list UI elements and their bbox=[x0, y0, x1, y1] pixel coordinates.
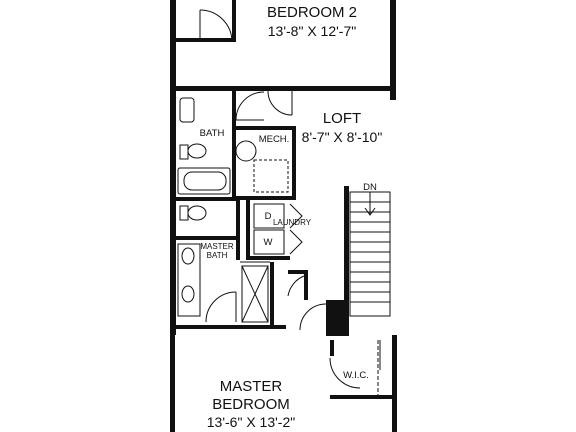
right-wall-upper bbox=[390, 0, 396, 100]
master-sink-2 bbox=[181, 285, 195, 303]
laundry-bifold-bottom bbox=[289, 229, 303, 255]
master-bath-bottom-wall bbox=[176, 325, 286, 329]
loft-dims: 8'-7" X 8'-10" bbox=[302, 129, 383, 145]
master-vanity bbox=[177, 243, 201, 317]
linen-top-wall bbox=[288, 270, 308, 274]
laundry-name: LAUNDRY bbox=[273, 218, 312, 227]
room-labels: BEDROOM 2 13'-8" X 12'-7" LOFT 8'-7" X 8… bbox=[200, 4, 383, 430]
master-bath-right-wall bbox=[236, 200, 240, 260]
stair-left-wall bbox=[344, 186, 349, 336]
wic-left-wall bbox=[330, 340, 334, 356]
wic-door-swing bbox=[329, 357, 361, 389]
bath-toilet bbox=[187, 143, 207, 159]
left-wall-lower bbox=[170, 333, 175, 432]
master-bath-door-swing bbox=[205, 291, 237, 323]
bath-bottom-wall bbox=[176, 197, 236, 201]
loft-name: LOFT bbox=[323, 110, 361, 127]
stairs bbox=[349, 191, 391, 317]
laundry-left-wall bbox=[246, 200, 250, 258]
mech-bottom-wall bbox=[236, 196, 296, 200]
water-heater bbox=[235, 140, 257, 162]
bath-door-swing bbox=[235, 91, 265, 121]
mech-right-wall bbox=[292, 130, 296, 198]
master-bath-top-wall bbox=[176, 236, 236, 240]
master-bedroom-name-line1: MASTER bbox=[220, 378, 283, 395]
wic-name: W.I.C. bbox=[343, 370, 369, 381]
doors bbox=[199, 9, 381, 389]
exterior-walls bbox=[170, 0, 397, 432]
bath-toilet-tank bbox=[179, 144, 189, 160]
mech-unit bbox=[253, 159, 289, 193]
master-bedroom-dims: 13'-6" X 13'-2" bbox=[207, 414, 295, 430]
laundry-bottom-wall bbox=[246, 256, 290, 260]
shower-right-wall bbox=[270, 262, 274, 329]
shower-cross-2 bbox=[241, 265, 269, 323]
mech-name: MECH. bbox=[259, 134, 290, 145]
master-door-swing bbox=[299, 303, 327, 331]
laundry-bifold-top bbox=[289, 203, 303, 229]
bath-name: BATH bbox=[200, 128, 225, 139]
right-wall-lower bbox=[392, 335, 397, 432]
master-toilet-tank bbox=[179, 205, 189, 221]
master-bath-name-line1: MASTER bbox=[200, 242, 234, 251]
bedroom2-name: BEDROOM 2 bbox=[267, 4, 357, 21]
bath-right-wall bbox=[232, 91, 236, 199]
shower bbox=[241, 265, 269, 323]
stair-direction-label: DN bbox=[363, 182, 377, 193]
loft-door-swing bbox=[267, 90, 293, 116]
fixtures bbox=[177, 97, 379, 395]
bathtub bbox=[177, 167, 231, 195]
stair-post bbox=[326, 300, 346, 336]
master-bath-name-line2: BATH bbox=[207, 251, 228, 260]
bedroom2-bottom-wall bbox=[176, 86, 396, 91]
washer bbox=[253, 229, 285, 255]
closet-side-wall bbox=[232, 0, 236, 42]
linen-door-swing bbox=[287, 275, 305, 297]
linen-right-wall bbox=[304, 270, 308, 300]
washer-label: W bbox=[264, 237, 273, 248]
closet-wall bbox=[176, 38, 236, 42]
mech-top-wall bbox=[236, 126, 296, 130]
bedroom2-dims: 13'-8" X 12'-7" bbox=[268, 23, 356, 39]
interior-walls bbox=[176, 0, 396, 399]
bathtub-basin bbox=[183, 171, 227, 191]
left-wall-upper bbox=[170, 0, 176, 335]
dryer-label: D bbox=[265, 211, 272, 222]
master-bedroom-name-line2: BEDROOM bbox=[212, 396, 290, 413]
master-sink-1 bbox=[181, 247, 195, 265]
dryer bbox=[253, 203, 285, 229]
wic-bottom-wall bbox=[330, 395, 392, 399]
master-toilet bbox=[187, 205, 207, 221]
stair-treads bbox=[350, 201, 390, 303]
closet-door-swing bbox=[199, 9, 233, 43]
stair-arrow-head bbox=[364, 207, 376, 216]
bath-sink bbox=[179, 97, 195, 123]
